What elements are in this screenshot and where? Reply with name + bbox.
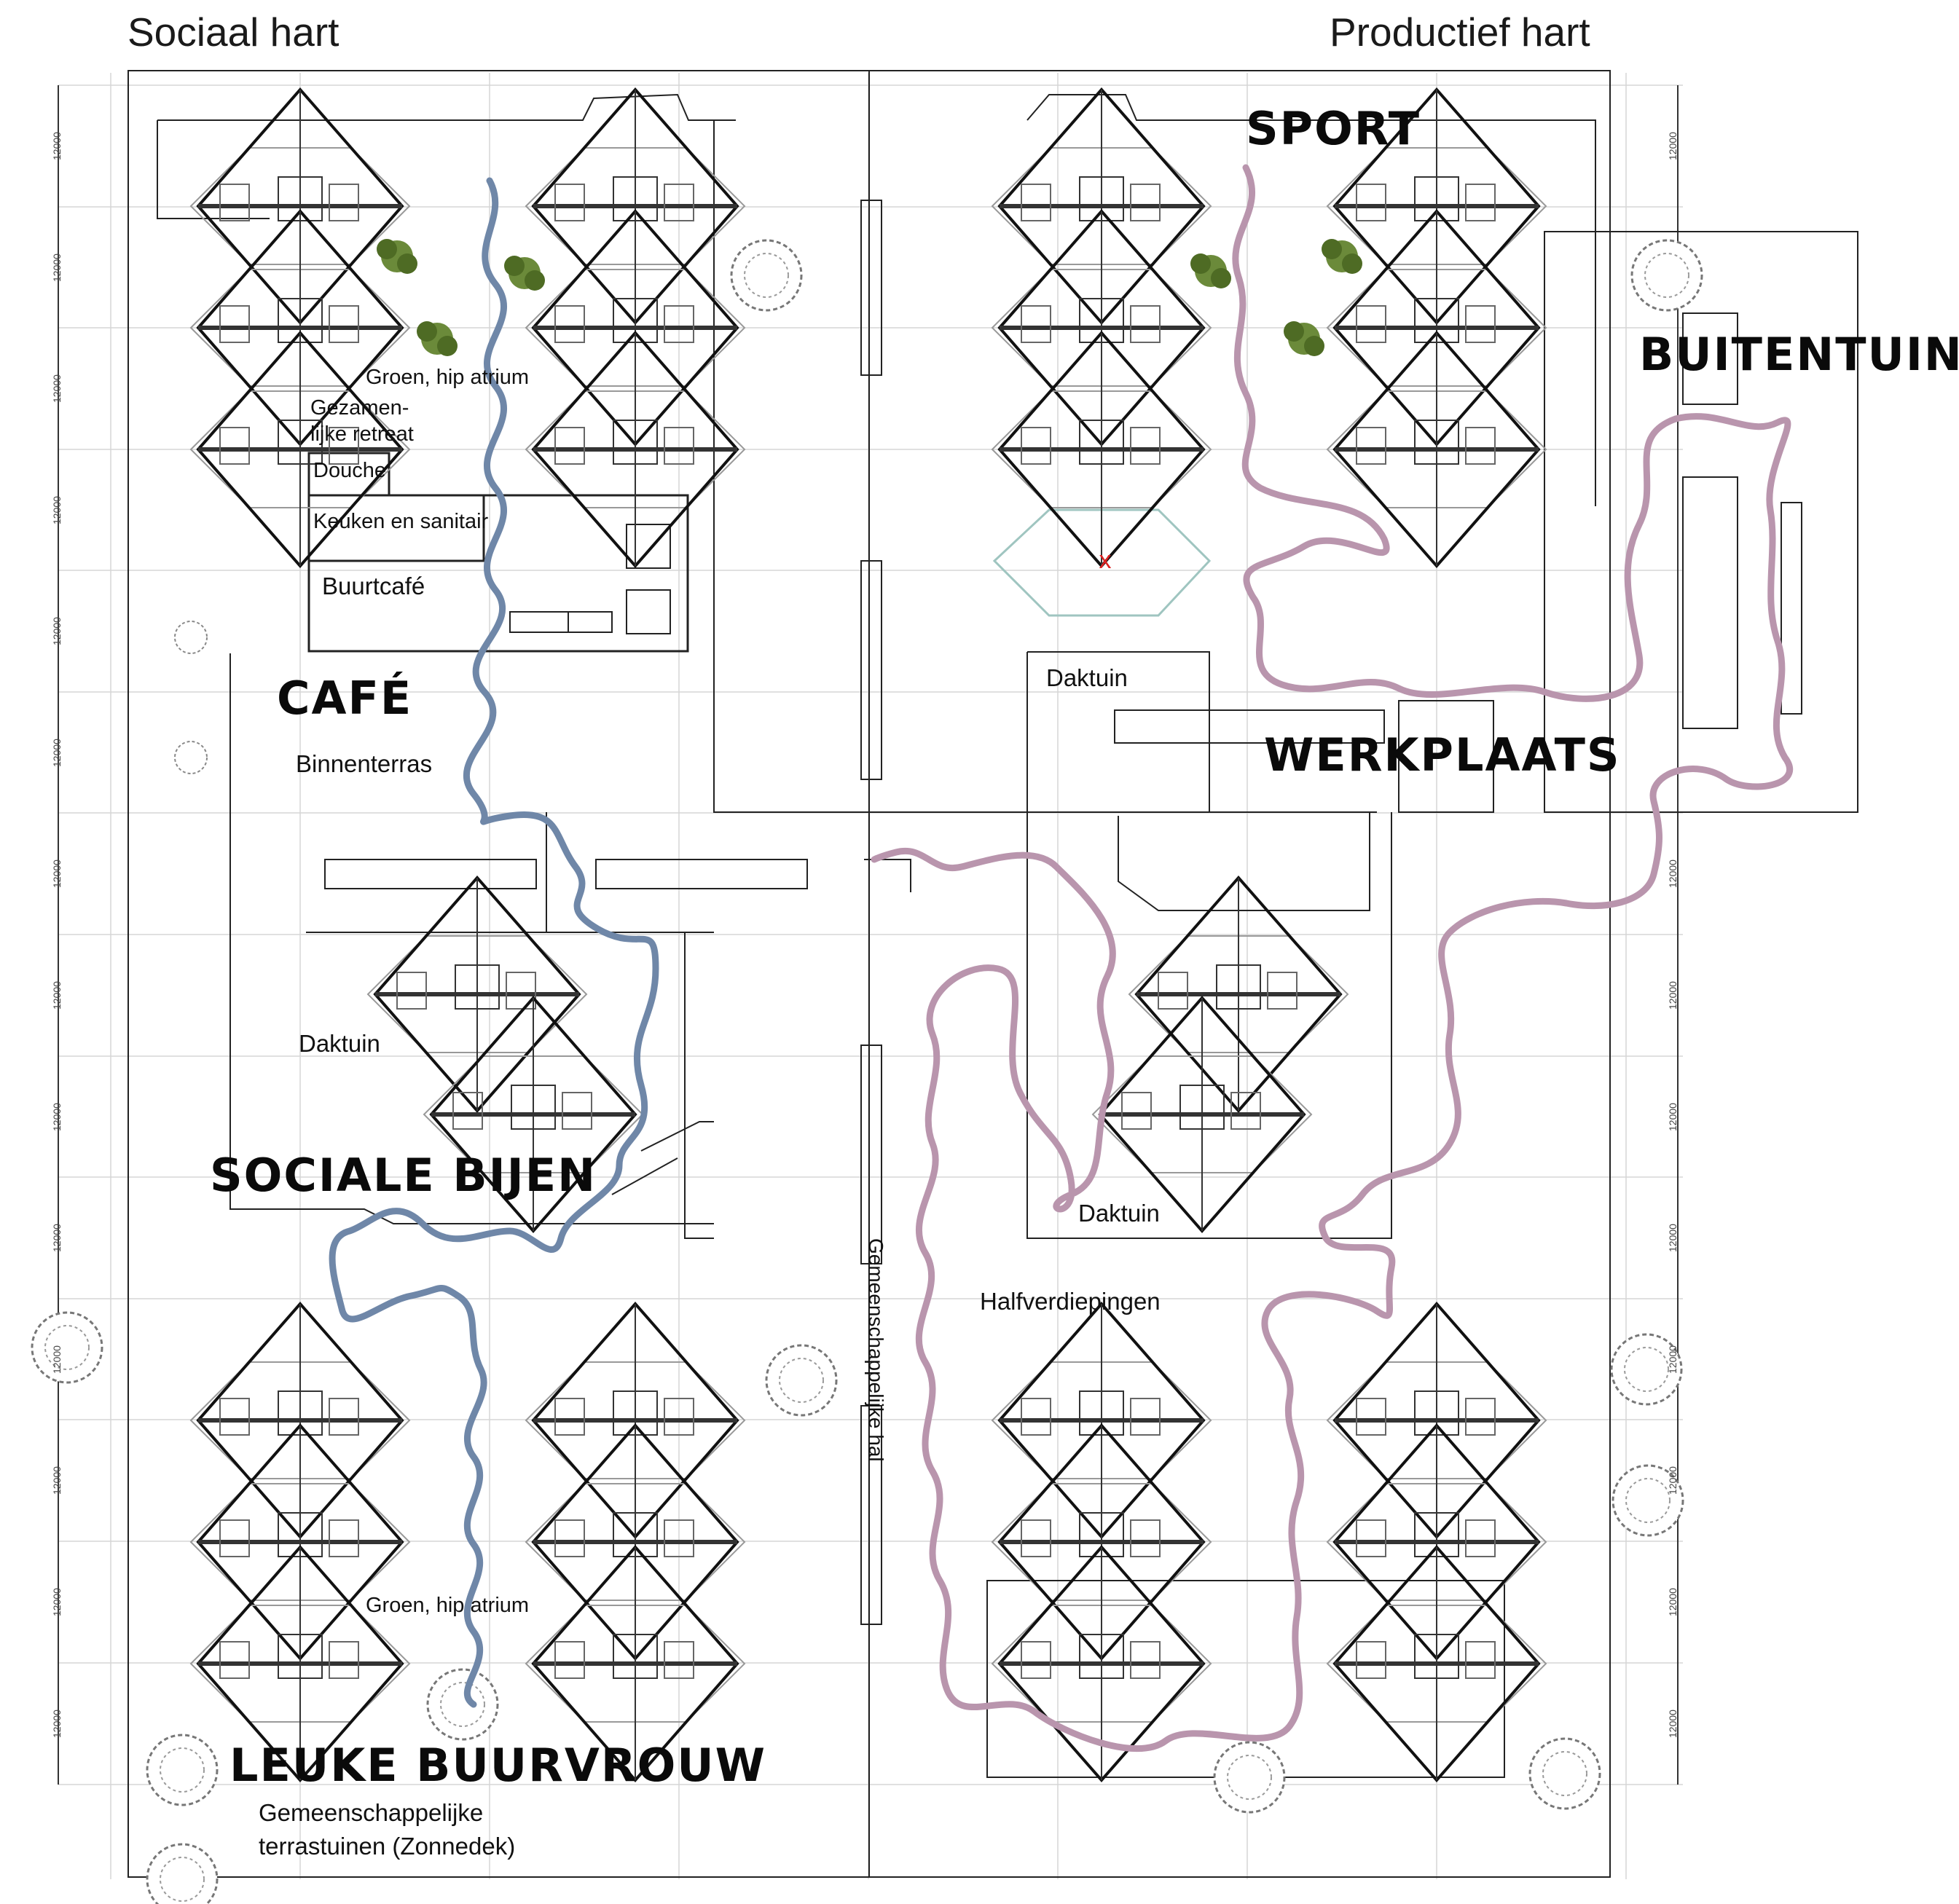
- zone-leuke-buurvrouw: LEUKE BUURVROUW: [229, 1739, 767, 1792]
- dimension-label: 12000: [1667, 1224, 1679, 1252]
- dimension-label: 12000: [51, 1466, 63, 1495]
- zone-cafe: CAFÉ: [277, 672, 413, 725]
- room-keuken-sanitair: Keuken en sanitair: [313, 510, 489, 533]
- social-route: [329, 177, 659, 1708]
- room-daktuin-top: Daktuin: [1046, 664, 1128, 691]
- gemeenschappelijke-hal-label: Gemeenschappelijke hal: [865, 1238, 887, 1462]
- dimension-label: 12000: [1667, 1345, 1679, 1374]
- dimension-label: 12000: [51, 1345, 63, 1374]
- building-outline: [127, 70, 1858, 1878]
- room-halfverdiepingen: Halfverdiepingen: [980, 1288, 1161, 1315]
- dimension-label: 12000: [51, 496, 63, 524]
- dimension-label: 12000: [1667, 132, 1679, 160]
- room-daktuin-center: Daktuin: [1078, 1200, 1160, 1227]
- dimension-label: 12000: [51, 617, 63, 645]
- dimension-label: 12000: [51, 1710, 63, 1738]
- dimension-label: 12000: [51, 859, 63, 888]
- room-terrastuinen-line2: terrastuinen (Zonnedek): [259, 1833, 516, 1860]
- dimension-label: 12000: [1667, 1103, 1679, 1131]
- dimension-label: 12000: [1667, 1710, 1679, 1738]
- room-douche: Douche: [313, 459, 386, 482]
- sociaal-hart-heading: Sociaal hart: [127, 9, 339, 55]
- dimension-label: 12000: [1667, 1588, 1679, 1616]
- room-gezamenlijke-retreat-line1: Gezamen-: [310, 396, 409, 420]
- dimension-label: 12000: [51, 981, 63, 1010]
- grid-lines: [58, 73, 1683, 1879]
- room-daktuin-left: Daktuin: [299, 1030, 380, 1057]
- room-binnenterras: Binnenterras: [296, 750, 433, 777]
- zone-sport: SPORT: [1246, 102, 1421, 155]
- dimension-label: 12000: [1667, 981, 1679, 1010]
- productief-hart-heading: Productief hart: [1330, 9, 1590, 55]
- dimension-label: 12000: [1667, 1466, 1679, 1495]
- trees: [31, 239, 1703, 1904]
- room-terrastuinen-line1: Gemeenschappelijke: [259, 1799, 484, 1826]
- dimension-label: 12000: [51, 132, 63, 160]
- x-plaza: [992, 508, 1212, 617]
- room-buurtcafe: Buurtcafé: [322, 573, 425, 599]
- dimension-label: 12000: [51, 1588, 63, 1616]
- room-groen-atrium-bottom: Groen, hip atrium: [366, 1594, 530, 1617]
- productive-route: [871, 164, 1794, 1752]
- dimension-label: 12000: [51, 1224, 63, 1252]
- zone-werkplaats: WERKPLAATS: [1264, 728, 1621, 782]
- dimension-label: 12000: [51, 374, 63, 403]
- dimension-label: 12000: [51, 1103, 63, 1131]
- plaza-marker: x: [1099, 546, 1112, 574]
- dimension-label: 12000: [51, 739, 63, 767]
- room-gezamenlijke-retreat-line2: lijke retreat: [310, 422, 414, 446]
- dimension-label: 12000: [51, 253, 63, 282]
- zone-sociale-bijen: SOCIALE BIJEN: [210, 1149, 597, 1202]
- zone-buitentuin: BUITENTUIN: [1639, 328, 1959, 381]
- dimension-label: 12000: [1667, 859, 1679, 888]
- room-groen-atrium-top: Groen, hip atrium: [366, 366, 530, 389]
